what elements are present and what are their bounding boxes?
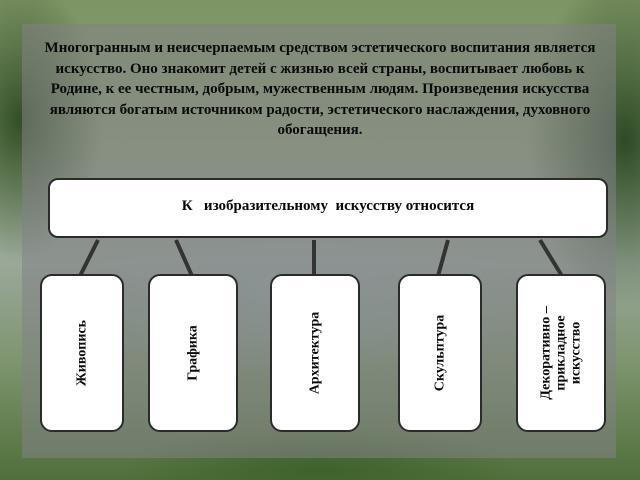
- category-label: Графика: [185, 325, 201, 381]
- connector-line: [174, 239, 194, 277]
- category-box-sculpture: Скульптура: [398, 274, 482, 432]
- category-label: Живопись: [74, 319, 90, 387]
- category-box-graphics: Графика: [148, 274, 238, 432]
- header-box: К изобразительному искусству относится: [48, 178, 608, 238]
- category-box-painting: Живопись: [40, 274, 124, 432]
- category-box-decorative-applied-art: Декоративно – прикладное искусство: [516, 274, 606, 432]
- category-label: Декоративно – прикладное искусство: [538, 306, 584, 400]
- category-label: Архитектура: [307, 311, 323, 395]
- connector-line: [78, 239, 100, 277]
- intro-paragraph: Многогранным и неисчерпаемым средством э…: [44, 40, 596, 138]
- category-label: Скульптура: [432, 314, 448, 392]
- category-box-architecture: Архитектура: [270, 274, 360, 432]
- header-label: К изобразительному искусству относится: [181, 197, 475, 214]
- connector-line: [436, 239, 450, 277]
- connector-line: [538, 238, 564, 278]
